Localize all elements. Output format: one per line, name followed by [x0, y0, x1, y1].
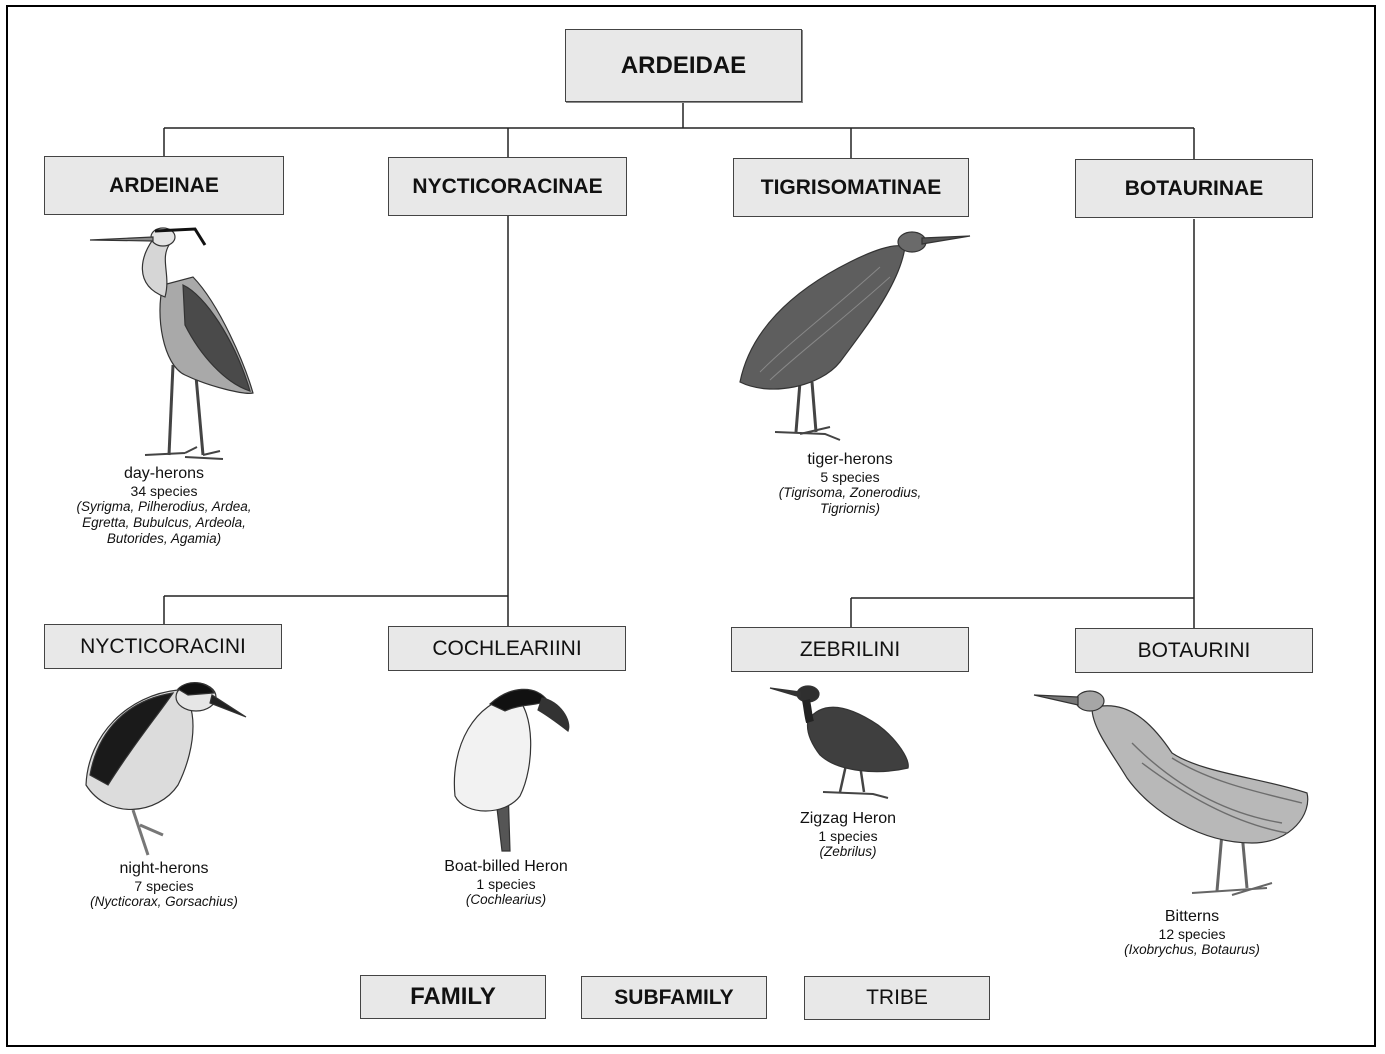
- species-count: 1 species: [818, 828, 878, 845]
- caption-zigzag-heron: Zigzag Heron 1 species (Zebrilus): [728, 810, 968, 860]
- genera-list: (Syrigma, Pilherodius, Ardea,: [76, 499, 252, 515]
- species-count: 12 species: [1158, 926, 1226, 943]
- tribe-nycticoracini: NYCTICORACINI: [44, 624, 282, 669]
- species-count: 34 species: [130, 483, 198, 500]
- genera-list: (Nycticorax, Gorsachius): [90, 894, 238, 910]
- species-count: 5 species: [820, 469, 880, 486]
- tribe-cochleariini: COCHLEARIINI: [388, 626, 626, 671]
- subfamily-tigrisomatinae: TIGRISOMATINAE: [733, 158, 969, 217]
- genera-list: (Tigrisoma, Zonerodius,: [778, 485, 922, 501]
- genera-list: (Zebrilus): [819, 844, 877, 860]
- boat-billed-heron-illustration: [453, 688, 570, 852]
- common-name: tiger-herons: [807, 451, 893, 468]
- genera-list: Tigriornis): [820, 501, 880, 516]
- tiger-heron-illustration: [739, 231, 971, 441]
- caption-day-herons: day-herons 34 species (Syrigma, Pilherod…: [44, 465, 284, 546]
- common-name: day-herons: [123, 465, 205, 482]
- tribe-botaurini: BOTAURINI: [1075, 628, 1313, 673]
- species-count: 7 species: [134, 878, 194, 895]
- common-name: night-herons: [119, 860, 209, 877]
- caption-tiger-herons: tiger-herons 5 species (Tigrisoma, Zoner…: [730, 451, 970, 517]
- subfamily-ardeinae: ARDEINAE: [44, 156, 284, 215]
- night-heron-illustration: [85, 682, 247, 856]
- common-name: Bitterns: [1164, 908, 1220, 925]
- family-ardeidae: ARDEIDAE: [565, 29, 802, 102]
- caption-bitterns: Bitterns 12 species (Ixobrychus, Botauru…: [1072, 908, 1312, 958]
- genera-list: Egretta, Bubulcus, Ardeola,: [82, 515, 246, 530]
- genera-list: (Cochlearius): [465, 892, 547, 908]
- legend-tribe: TRIBE: [804, 976, 990, 1020]
- caption-boat-billed-heron: Boat-billed Heron 1 species (Cochlearius…: [386, 858, 626, 908]
- subfamily-nycticoracinae: NYCTICORACINAE: [388, 157, 627, 216]
- genera-list: (Ixobrychus, Botaurus): [1124, 942, 1260, 958]
- legend-subfamily: SUBFAMILY: [581, 976, 767, 1019]
- tribe-zebrilini: ZEBRILINI: [731, 627, 969, 672]
- species-count: 1 species: [476, 876, 536, 893]
- common-name: Zigzag Heron: [799, 810, 897, 827]
- zigzag-heron-illustration: [769, 685, 909, 799]
- figure-frame: [6, 5, 1376, 1047]
- bittern-illustration: [1033, 690, 1309, 896]
- genera-list: Butorides, Agamia): [106, 530, 222, 546]
- legend-family: FAMILY: [360, 975, 546, 1019]
- day-heron-illustration: [89, 227, 254, 460]
- common-name: Boat-billed Heron: [444, 858, 568, 875]
- subfamily-botaurinae: BOTAURINAE: [1075, 159, 1313, 218]
- caption-night-herons: night-herons 7 species (Nycticorax, Gors…: [44, 860, 284, 910]
